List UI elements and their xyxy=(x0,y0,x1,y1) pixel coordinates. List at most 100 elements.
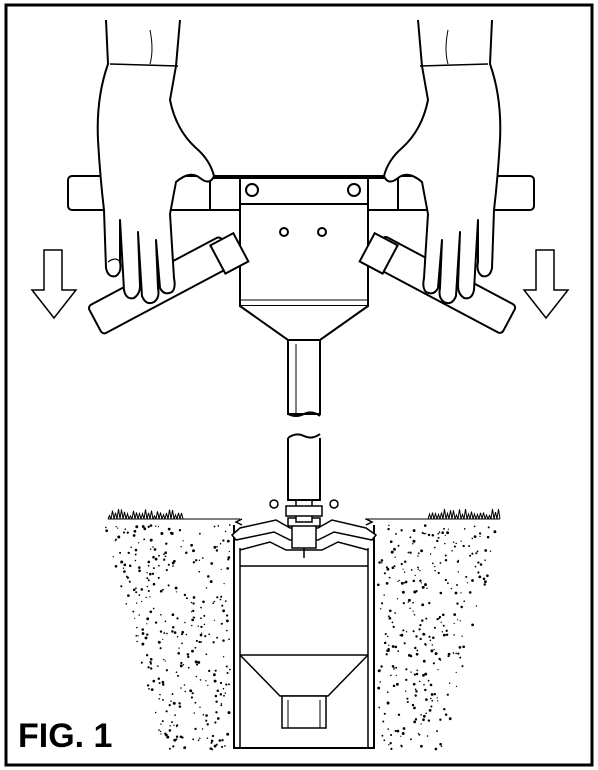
soil-dot xyxy=(460,540,462,542)
soil-dot xyxy=(225,614,229,617)
soil-dot xyxy=(459,620,461,622)
soil-dot xyxy=(123,570,126,573)
soil-dot xyxy=(158,682,161,684)
soil-dot xyxy=(405,631,408,633)
soil-dot xyxy=(145,654,149,657)
soil-dot xyxy=(141,628,144,631)
soil-dot xyxy=(453,613,457,616)
soil-dot xyxy=(217,525,220,527)
soil-dot xyxy=(400,529,403,532)
soil-dot xyxy=(168,729,172,732)
soil-dot xyxy=(169,531,173,535)
soil-dot xyxy=(149,548,152,550)
soil-dot xyxy=(412,630,415,633)
soil-dot xyxy=(152,607,155,610)
soil-dot xyxy=(209,580,213,584)
soil-dot xyxy=(383,572,386,575)
soil-dot xyxy=(146,684,150,687)
soil-dot xyxy=(164,551,168,555)
soil-dot xyxy=(183,746,186,750)
soil-dot xyxy=(440,621,442,623)
soil-dot xyxy=(192,738,195,741)
soil-dot xyxy=(419,569,421,572)
soil-dot xyxy=(157,665,159,667)
soil-dot xyxy=(174,586,178,590)
soil-dot xyxy=(386,567,390,571)
soil-dot xyxy=(444,558,448,562)
soil-dot xyxy=(396,729,400,733)
soil-dot xyxy=(419,680,421,683)
soil-dot xyxy=(429,553,432,555)
soil-dot xyxy=(146,577,149,580)
soil-dot xyxy=(166,632,168,635)
soil-dot xyxy=(402,727,406,730)
soil-dot xyxy=(454,591,458,595)
figure-border xyxy=(4,3,594,767)
soil-dot xyxy=(135,634,138,637)
soil-dot xyxy=(444,578,448,582)
soil-dot xyxy=(438,657,441,661)
soil-dot xyxy=(154,557,158,561)
soil-dot xyxy=(421,585,425,589)
soil-dot xyxy=(415,652,419,656)
soil-dot xyxy=(436,539,439,543)
soil-dot xyxy=(396,598,399,600)
soil-dot xyxy=(205,719,208,722)
soil-dot xyxy=(125,575,128,578)
soil-dot xyxy=(433,648,435,651)
soil-dot xyxy=(403,571,406,573)
soil-dot xyxy=(413,706,416,710)
soil-dot xyxy=(462,645,466,649)
soil-dot xyxy=(229,668,231,671)
soil-dot xyxy=(447,528,450,530)
soil-dot xyxy=(461,635,463,637)
soil-dot xyxy=(219,681,223,685)
soil-dot xyxy=(227,558,230,561)
soil-dot xyxy=(421,619,424,622)
soil-dot xyxy=(205,680,207,682)
soil-dot xyxy=(442,624,445,627)
soil-dot xyxy=(123,563,127,567)
soil-dot xyxy=(136,640,138,643)
soil-dot xyxy=(199,737,201,740)
soil-dot xyxy=(198,570,201,573)
soil-dot xyxy=(387,647,390,651)
soil-dot xyxy=(163,558,166,561)
soil-dot xyxy=(415,635,418,638)
soil-dot xyxy=(392,684,396,688)
soil-dot xyxy=(207,575,210,578)
soil-dot xyxy=(172,565,174,567)
soil-dot xyxy=(418,628,421,631)
soil-dot xyxy=(226,671,229,675)
soil-dot xyxy=(152,555,155,559)
soil-dot xyxy=(478,532,482,535)
soil-dot xyxy=(429,683,433,687)
soil-dot xyxy=(475,552,478,555)
soil-dot xyxy=(457,652,460,655)
soil-dot xyxy=(471,623,474,627)
soil-dot xyxy=(431,533,435,537)
soil-dot xyxy=(442,633,446,637)
soil-dot xyxy=(409,551,412,554)
soil-dot xyxy=(115,526,117,528)
soil-dot xyxy=(149,657,153,661)
soil-dot xyxy=(204,635,207,638)
soil-dot xyxy=(169,725,171,727)
soil-dot xyxy=(417,568,420,570)
soil-dot xyxy=(387,728,390,730)
soil-dot xyxy=(397,580,399,583)
post-lower xyxy=(287,433,321,501)
soil-dot xyxy=(216,636,219,639)
soil-dot xyxy=(436,617,439,621)
soil-dot xyxy=(422,659,426,663)
soil-dot xyxy=(147,560,151,564)
soil-dot xyxy=(157,640,161,644)
soil-dot xyxy=(168,747,171,750)
soil-dot xyxy=(120,585,123,588)
soil-dot xyxy=(162,638,164,640)
soil-dot xyxy=(216,689,220,693)
soil-dot xyxy=(465,575,468,578)
soil-dot xyxy=(445,633,449,637)
soil-dot xyxy=(446,693,449,696)
soil-dot xyxy=(226,539,230,543)
